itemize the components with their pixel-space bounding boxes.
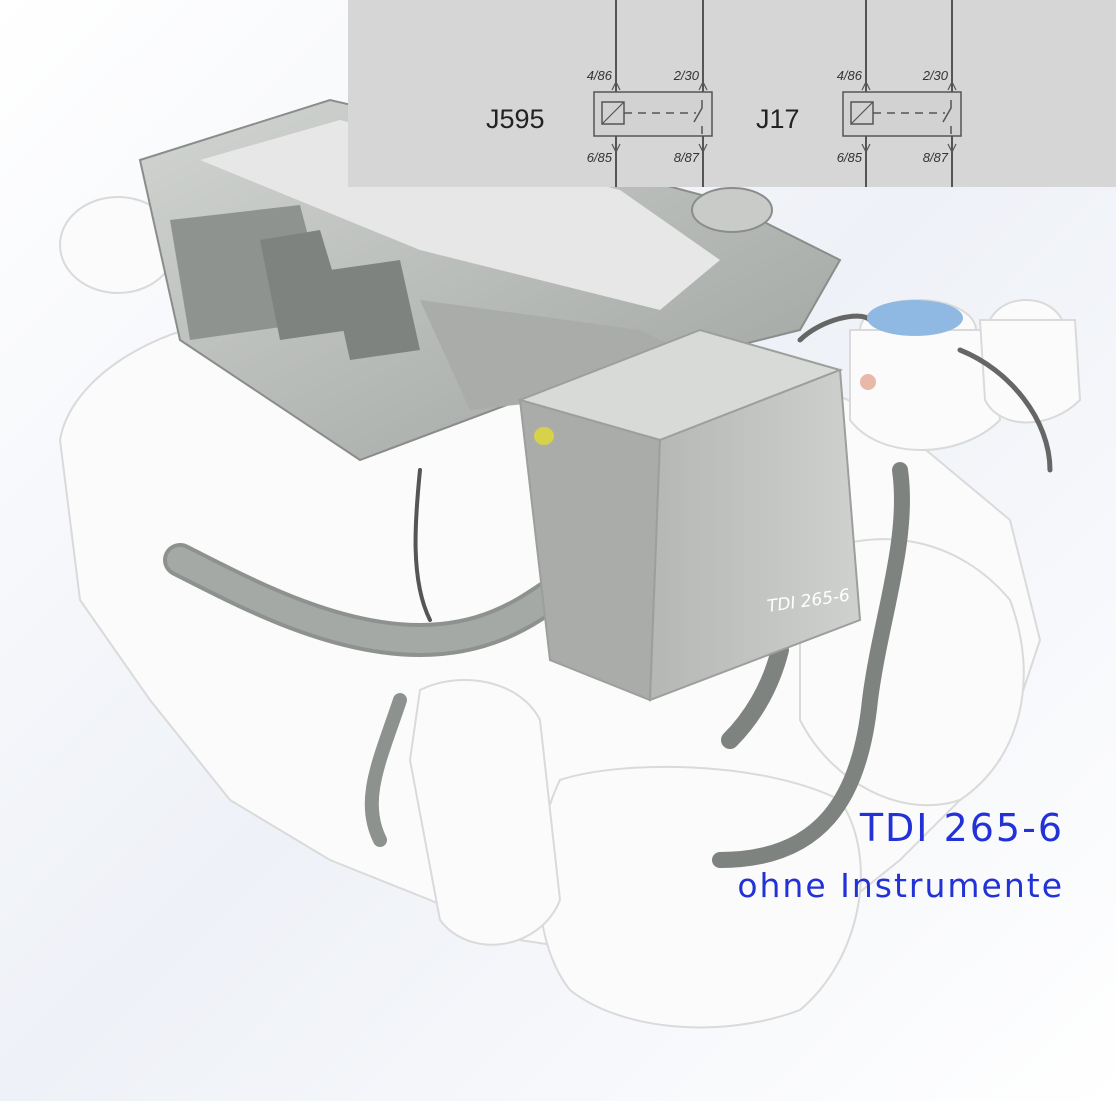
pin-label: 4/86 bbox=[837, 68, 863, 83]
pin-label: 4/86 bbox=[587, 68, 613, 83]
control-box: TDI 265-6 bbox=[516, 328, 862, 702]
pin-label: 8/87 bbox=[674, 150, 700, 165]
pin-arrow-up bbox=[611, 80, 621, 91]
sensor-dot bbox=[860, 374, 876, 390]
pin-label: 2/30 bbox=[922, 68, 949, 83]
coolant-cap bbox=[867, 300, 963, 336]
relay-label: J17 bbox=[756, 104, 800, 134]
engine-cover bbox=[138, 98, 842, 462]
pin-label: 6/85 bbox=[587, 150, 613, 165]
relay-body bbox=[593, 91, 713, 137]
pin-arrow-up bbox=[698, 80, 708, 91]
coil-diagonal bbox=[601, 101, 625, 125]
relay-j17: J17 4/86 2/30 6/85 8/87 bbox=[756, 0, 962, 187]
schematic-panel bbox=[348, 0, 1116, 187]
pin-arrow-up bbox=[861, 80, 871, 91]
hoses bbox=[163, 313, 1053, 868]
pin-arrow-down bbox=[861, 143, 871, 154]
model-title: TDI 265-6 bbox=[859, 806, 1064, 850]
pin-arrow-up bbox=[947, 80, 957, 91]
pin-arrow-down bbox=[611, 143, 621, 154]
pin-arrow-down bbox=[947, 143, 957, 154]
coil-diagonal bbox=[850, 101, 874, 125]
switch-contact bbox=[693, 100, 703, 134]
pin-label: 2/30 bbox=[673, 68, 700, 83]
relay-body bbox=[842, 91, 962, 137]
pin-label: 6/85 bbox=[837, 150, 863, 165]
relay-label: J595 bbox=[486, 104, 545, 134]
relay-schematic: J595 4/86 2/30 6/85 8/87 J17 4/86 2/30 6/85 8/87 bbox=[348, 0, 1116, 187]
pin-label: 8/87 bbox=[923, 150, 949, 165]
relay-j595: J595 4/86 2/30 6/85 8/87 bbox=[486, 0, 713, 187]
pin-arrow-down bbox=[698, 143, 708, 154]
model-subtitle: ohne Instrumente bbox=[737, 866, 1064, 905]
switch-contact bbox=[942, 100, 952, 134]
